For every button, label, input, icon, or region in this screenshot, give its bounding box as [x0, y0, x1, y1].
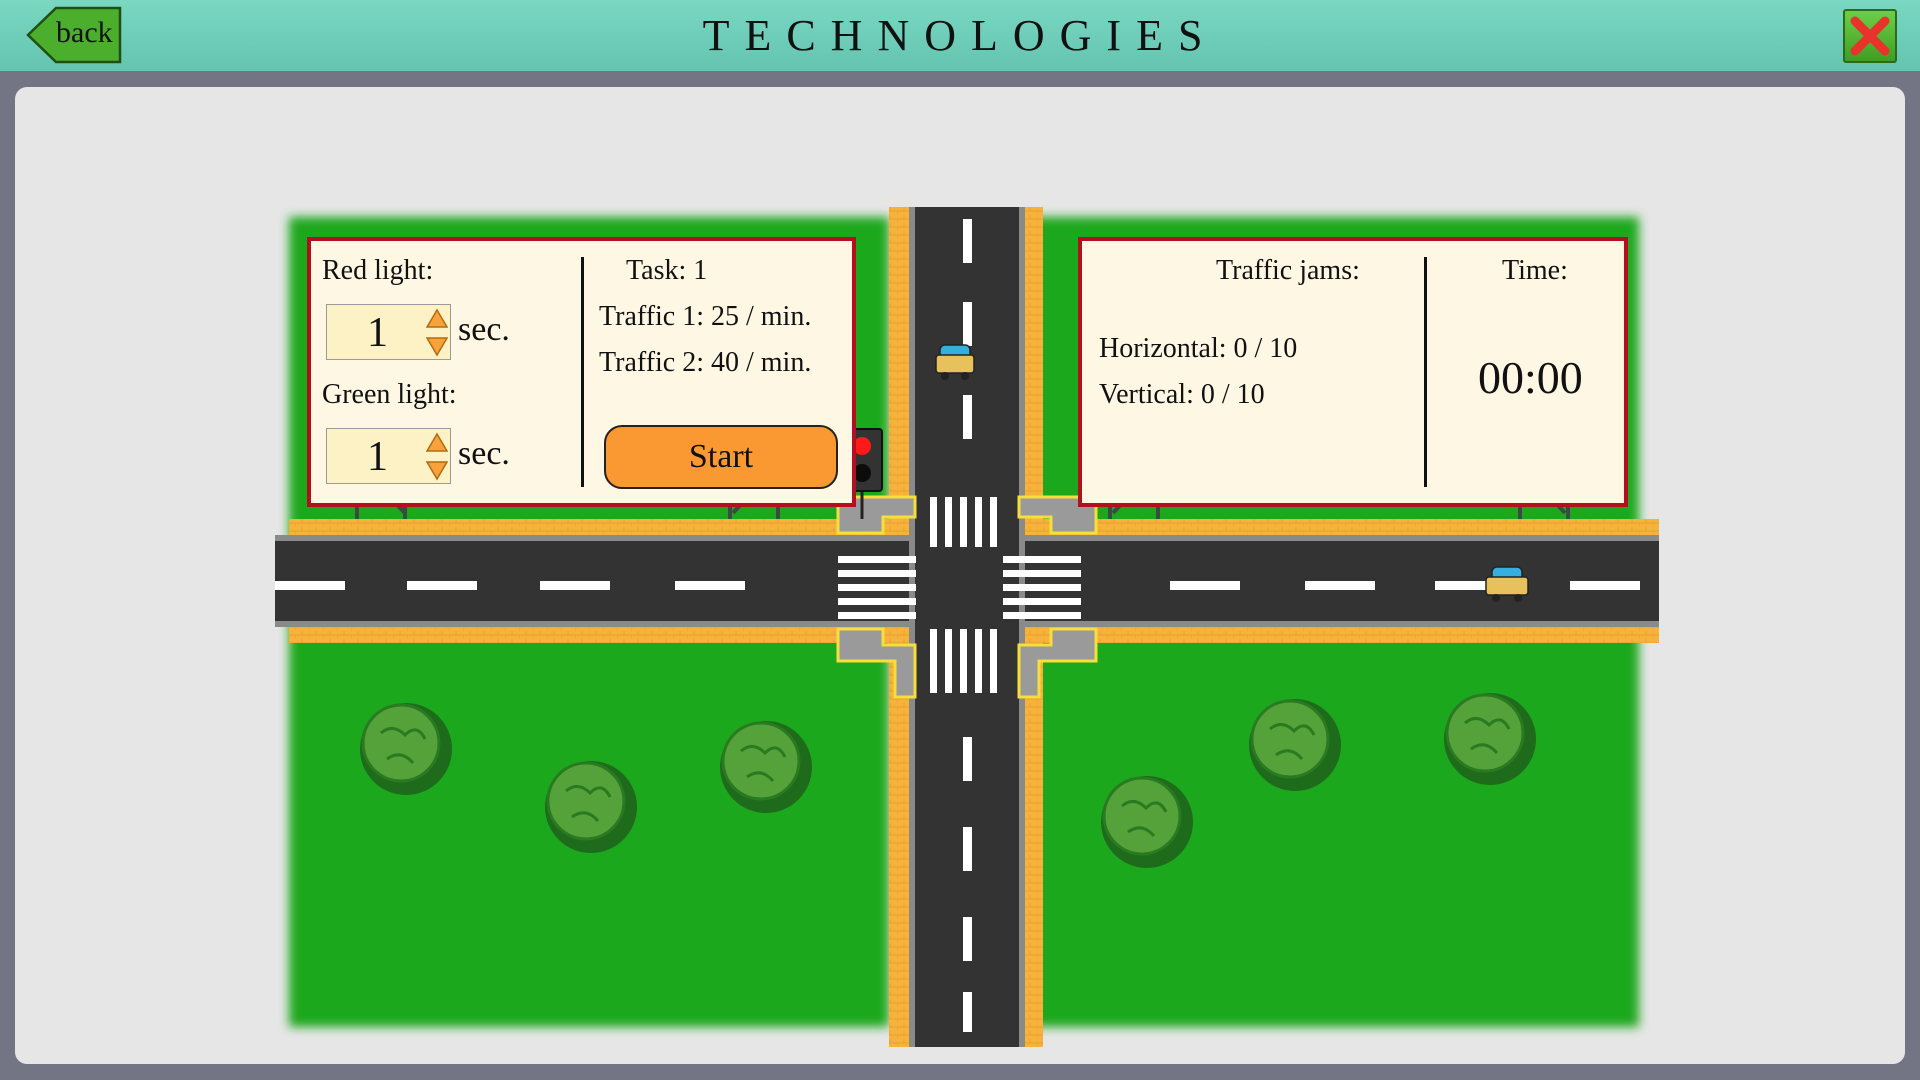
intersection-scene [275, 207, 1659, 1047]
page-title: TECHNOLOGIES [702, 11, 1218, 60]
tree-icon [545, 761, 637, 853]
game-panel: Red light: 1 sec. Green light: 1 sec. Ta… [15, 87, 1905, 1064]
red-light-label: Red light: [322, 255, 434, 286]
time-label: Time: [1502, 255, 1568, 286]
title-bar: back TECHNOLOGIES [0, 0, 1920, 71]
green-light-label: Green light: [322, 379, 457, 410]
lane-dashes [275, 219, 1640, 1032]
crosswalks [838, 497, 1081, 693]
board-divider [1424, 257, 1427, 487]
green-light-stepper[interactable]: 1 [326, 428, 451, 484]
arrow-up-icon[interactable] [426, 432, 448, 454]
green-lamp-icon [853, 464, 871, 482]
stats-board: Traffic jams: Horizontal: 0 / 10 Vertica… [1078, 237, 1628, 507]
red-light-stepper[interactable]: 1 [326, 304, 451, 360]
traffic-2-rate: Traffic 2: 40 / min. [599, 347, 812, 378]
car-vertical [935, 344, 975, 380]
board-divider [581, 257, 584, 487]
arrow-down-icon[interactable] [426, 459, 448, 481]
start-button[interactable]: Start [604, 425, 838, 489]
arrow-down-icon[interactable] [426, 335, 448, 357]
green-light-value: 1 [367, 434, 388, 480]
back-button[interactable]: back [26, 6, 124, 64]
green-light-unit: sec. [458, 435, 510, 472]
tree-icon [720, 721, 812, 813]
curbs [836, 495, 1098, 699]
red-light-value: 1 [367, 310, 388, 356]
tree-icon [1101, 776, 1193, 868]
back-label: back [56, 16, 113, 49]
tree-icon [1444, 693, 1536, 785]
red-lamp-icon [853, 437, 871, 455]
arrow-up-icon[interactable] [426, 308, 448, 330]
vertical-jams: Vertical: 0 / 10 [1099, 379, 1265, 410]
back-arrow-icon [26, 6, 122, 64]
close-button[interactable] [1843, 9, 1897, 63]
traffic-jams-label: Traffic jams: [1216, 255, 1360, 286]
settings-board: Red light: 1 sec. Green light: 1 sec. Ta… [307, 237, 856, 507]
tree-icon [1249, 699, 1341, 791]
horizontal-jams: Horizontal: 0 / 10 [1099, 333, 1298, 364]
trees [360, 693, 1536, 868]
traffic-1-rate: Traffic 1: 25 / min. [599, 301, 812, 332]
time-value: 00:00 [1478, 352, 1583, 403]
task-label: Task: 1 [626, 255, 708, 286]
tree-icon [360, 703, 452, 795]
close-icon [1850, 16, 1890, 56]
red-light-unit: sec. [458, 311, 510, 348]
car-horizontal [1485, 566, 1529, 602]
